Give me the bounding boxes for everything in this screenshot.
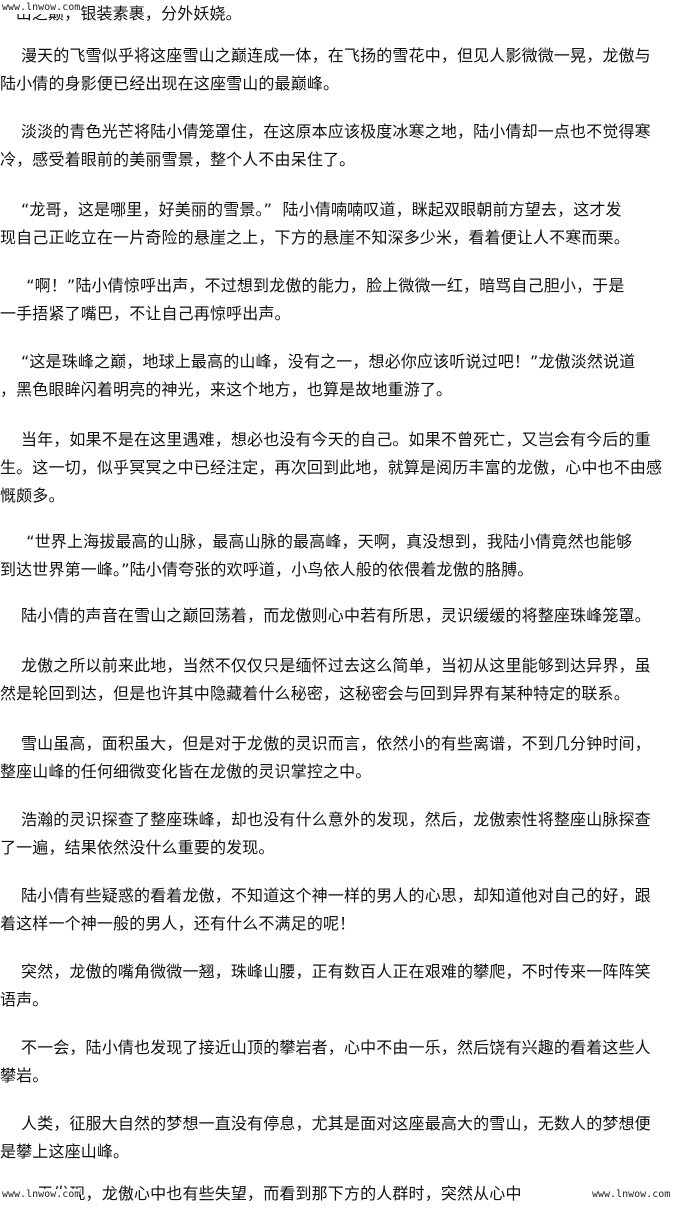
- paragraph: “啊！”陆小倩惊呼出声，不过想到龙傲的能力，脸上微微一红，暗骂自己胆小，于是一手…: [0, 272, 668, 328]
- text-line: 陆小倩的身影便已经出现在这座雪山的最巅峰。: [0, 74, 340, 93]
- text-line: 语声。: [0, 990, 49, 1009]
- text-line: “这是珠峰之巅，地球上最高的山峰，没有之一，想必你应该听说过吧！”龙傲淡然说道: [0, 352, 636, 371]
- text-line: 是攀上这座山峰。: [0, 1142, 130, 1161]
- paragraph: “龙哥，这是哪里，好美丽的雪景。” 陆小倩喃喃叹道，眯起双眼朝前方望去，这才发现…: [0, 196, 668, 252]
- text-line: 整座山峰的任何细微变化皆在龙傲的灵识掌控之中。: [0, 762, 372, 781]
- paragraph: 浩瀚的灵识探查了整座珠峰，却也没有什么意外的发现，然后，龙傲索性将整座山脉探查了…: [0, 806, 668, 862]
- paragraph: 漫天的飞雪似乎将这座雪山之巅连成一体，在飞扬的雪花中，但见人影微微一晃，龙傲与陆…: [0, 42, 668, 98]
- paragraph: 当年，如果不是在这里遇难，想必也没有今天的自己。如果不曾死亡，又岂会有今后的重生…: [0, 426, 668, 510]
- text-line: “龙哥，这是哪里，好美丽的雪景。” 陆小倩喃喃叹道，眯起双眼朝前方望去，这才发: [0, 200, 622, 219]
- paragraph: “世界上海拔最高的山脉，最高山脉的最高峰，天啊，真没想到，我陆小倩竟然也能够到达…: [0, 528, 668, 584]
- paragraph: 一无发现，龙傲心中也有些失望，而看到那下方的人群时，突然从心中: [0, 1180, 668, 1208]
- text-line: 然是轮回到达，但是也许其中隐藏着什么秘密，这秘密会与回到异界有某种特定的联系。: [0, 684, 630, 703]
- watermark-top-left: www.lnwow.com: [2, 2, 81, 14]
- text-line: 不一会，陆小倩也发现了接近山顶的攀岩者，心中不由一乐，然后饶有兴趣的看着这些人: [0, 1038, 651, 1057]
- text-line: 浩瀚的灵识探查了整座珠峰，却也没有什么意外的发现，然后，龙傲索性将整座山脉探查: [0, 810, 651, 829]
- text-line: 淡淡的青色光芒将陆小倩笼罩住，在这原本应该极度冰寒之地，陆小倩却一点也不觉得寒: [0, 122, 651, 141]
- text-line: 了一遍，结果依然没什么重要的发现。: [0, 838, 275, 857]
- text-line: “世界上海拔最高的山脉，最高山脉的最高峰，天啊，真没想到，我陆小倩竟然也能够: [0, 532, 633, 551]
- text-line: 慨颇多。: [0, 486, 65, 505]
- text-line: 雪山虽高，面积虽大，但是对于龙傲的灵识而言，依然小的有些离谱，不到几分钟时间，: [0, 734, 651, 753]
- paragraph: “这是珠峰之巅，地球上最高的山峰，没有之一，想必你应该听说过吧！”龙傲淡然说道 ，…: [0, 348, 668, 404]
- text-line: 当年，如果不是在这里遇难，想必也没有今天的自己。如果不曾死亡，又岂会有今后的重: [0, 430, 651, 449]
- text-line: ，黑色眼眸闪着明亮的神光，来这个地方，也算是故地重游了。: [0, 380, 453, 399]
- text-line: 陆小倩有些疑惑的看着龙傲，不知道这个神一样的男人的心思，却知道他对自己的好，跟: [0, 886, 651, 905]
- paragraph: 不一会，陆小倩也发现了接近山顶的攀岩者，心中不由一乐，然后饶有兴趣的看着这些人攀…: [0, 1034, 668, 1090]
- text-line: 漫天的飞雪似乎将这座雪山之巅连成一体，在飞扬的雪花中，但见人影微微一晃，龙傲与: [0, 46, 651, 65]
- text-line: 到达世界第一峰。”陆小倩夸张的欢呼道，小鸟依人般的依偎着龙傲的胳膊。: [0, 560, 534, 579]
- text-line: 一无发现，龙傲心中也有些失望，而看到那下方的人群时，突然从心中: [20, 1184, 522, 1203]
- watermark-bottom-right: www.lnwow.com: [592, 1189, 671, 1201]
- watermark-bottom-left: www.lnwow.com: [2, 1189, 81, 1201]
- text-line: 一手捂紧了嘴巴，不让自己再惊呼出声。: [0, 304, 291, 323]
- text-line: 着这样一个神一般的男人，还有什么不满足的呢！: [0, 914, 356, 933]
- text-line: 人类，征服大自然的梦想一直没有停息，尤其是面对这座最高大的雪山，无数人的梦想便: [0, 1114, 651, 1133]
- text-line: 突然，龙傲的嘴角微微一翘，珠峰山腰，正有数百人正在艰难的攀爬，不时传来一阵阵笑: [0, 962, 651, 981]
- paragraph: 突然，龙傲的嘴角微微一翘，珠峰山腰，正有数百人正在艰难的攀爬，不时传来一阵阵笑语…: [0, 958, 668, 1014]
- text-line: 攀岩。: [0, 1066, 49, 1085]
- text-line: 陆小倩的声音在雪山之巅回荡着，而龙傲则心中若有所思，灵识缓缓的将整座珠峰笼罩。: [0, 606, 651, 625]
- text-line: 龙傲之所以前来此地，当然不仅仅只是缅怀过去这么简单，当初从这里能够到达异界，虽: [0, 656, 651, 675]
- paragraph: 人类，征服大自然的梦想一直没有停息，尤其是面对这座最高大的雪山，无数人的梦想便是…: [0, 1110, 668, 1166]
- text-line: 冷，感受着眼前的美丽雪景，整个人不由呆住了。: [0, 150, 356, 169]
- paragraph: 山之巅，银装素裹，分外妖娆。: [0, 0, 668, 28]
- paragraph: 龙傲之所以前来此地，当然不仅仅只是缅怀过去这么简单，当初从这里能够到达异界，虽然…: [0, 652, 668, 708]
- paragraph: 陆小倩有些疑惑的看着龙傲，不知道这个神一样的男人的心思，却知道他对自己的好，跟着…: [0, 882, 668, 938]
- text-line: “啊！”陆小倩惊呼出声，不过想到龙傲的能力，脸上微微一红，暗骂自己胆小，于是: [0, 276, 625, 295]
- text-line: 现自己正屹立在一片奇险的悬崖之上，下方的悬崖不知深多少米，看着便让人不寒而栗。: [0, 228, 630, 247]
- text-line: 生。这一切，似乎冥冥之中已经注定，再次回到此地，就算是阅历丰富的龙傲，心中也不由…: [0, 458, 663, 477]
- paragraph: 淡淡的青色光芒将陆小倩笼罩住，在这原本应该极度冰寒之地，陆小倩却一点也不觉得寒冷…: [0, 118, 668, 174]
- paragraph: 陆小倩的声音在雪山之巅回荡着，而龙傲则心中若有所思，灵识缓缓的将整座珠峰笼罩。: [0, 602, 668, 630]
- paragraph: 雪山虽高，面积虽大，但是对于龙傲的灵识而言，依然小的有些离谱，不到几分钟时间， 整…: [0, 730, 668, 786]
